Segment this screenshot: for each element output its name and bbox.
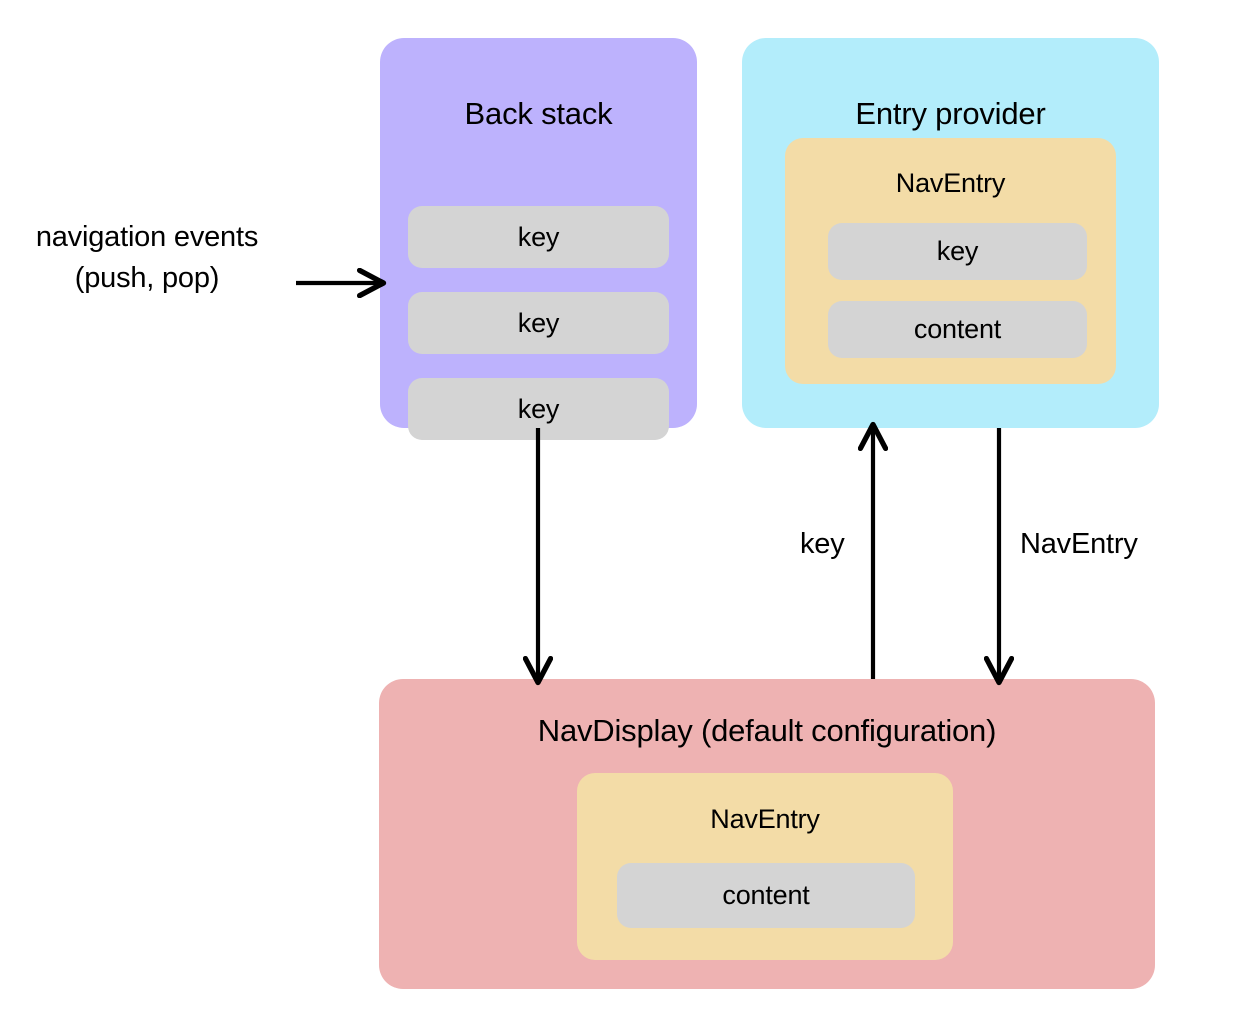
- navigation-events-line-1: navigation events: [35, 221, 259, 253]
- nav-display-box: NavDisplay (default configuration) NavEn…: [379, 679, 1155, 989]
- back-stack-key-pill: key: [408, 378, 669, 440]
- entry-provider-content-pill: content: [828, 301, 1087, 358]
- nav-display-nav-entry-box: NavEntry content: [577, 773, 953, 960]
- entry-provider-nav-entry-title: NavEntry: [895, 168, 1006, 198]
- entry-provider-box: Entry provider NavEntry key content: [742, 38, 1159, 428]
- edge-label-naventry: NavEntry: [1020, 528, 1138, 560]
- nav-display-title: NavDisplay (default configuration): [537, 713, 997, 748]
- back-stack-key-pill: key: [408, 206, 669, 268]
- nav-display-content-pill: content: [617, 863, 915, 928]
- edge-label-key: key: [800, 528, 845, 560]
- back-stack-key-pill: key: [408, 292, 669, 354]
- entry-provider-title: Entry provider: [855, 96, 1046, 131]
- entry-provider-key-pill: key: [828, 223, 1087, 280]
- back-stack-box: Back stack key key key: [380, 38, 697, 440]
- nav-display-nav-entry-title: NavEntry: [710, 804, 820, 834]
- entry-provider-nav-entry-box: NavEntry key content: [785, 138, 1116, 384]
- navigation-events-line-2: (push, pop): [74, 262, 220, 294]
- navigation-events-label: navigation events (push, pop): [6, 217, 288, 299]
- back-stack-title: Back stack: [464, 96, 613, 131]
